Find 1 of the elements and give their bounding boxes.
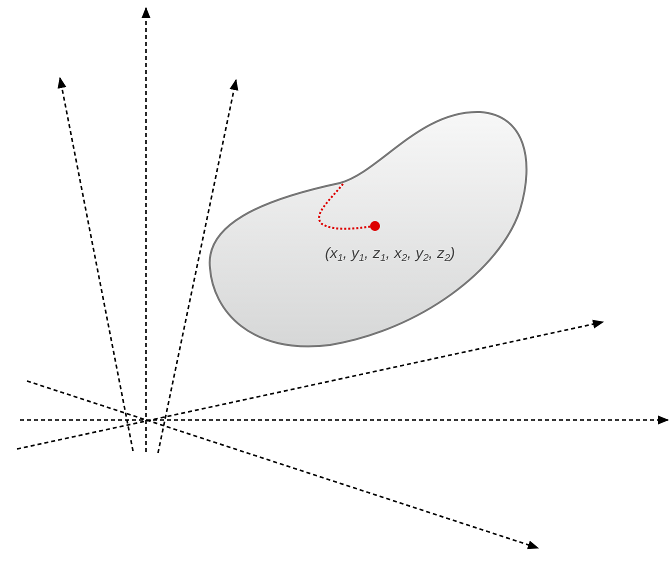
coordinate-label: (x$_{1}$, y$_{1}$, z$_{1}$, x$_{2}$, y$_{2}$, z$_{2}$) [324, 245, 456, 264]
